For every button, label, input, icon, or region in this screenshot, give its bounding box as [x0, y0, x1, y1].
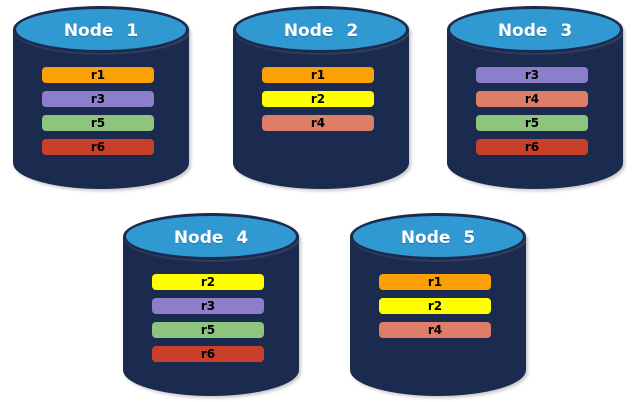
node-cylinder-node-3: Node 3 r3 r4 r5 r6 [447, 6, 623, 189]
replica-bar-r5: r5 [42, 115, 154, 131]
cylinder-body [123, 236, 299, 396]
cylinder-body [350, 236, 526, 396]
cylinder-top: Node 5 [350, 213, 526, 260]
node-title: Node 2 [283, 21, 359, 41]
node-title: Node 3 [497, 21, 573, 41]
cylinder-top: Node 2 [233, 6, 409, 53]
node-cylinder-node-4: Node 4 r2 r3 r5 r6 [123, 213, 299, 396]
replica-bar-r1: r1 [42, 67, 154, 83]
replica-list: r3 r4 r5 r6 [447, 67, 617, 155]
replica-bar-r6: r6 [476, 139, 588, 155]
replica-bar-r3: r3 [42, 91, 154, 107]
replica-bar-r4: r4 [262, 115, 374, 131]
node-title: Node 5 [400, 228, 476, 248]
node-title: Node 4 [173, 228, 249, 248]
replica-bar-r4: r4 [379, 322, 491, 338]
cylinder-top: Node 1 [13, 6, 189, 53]
replica-bar-r3: r3 [152, 298, 264, 314]
replica-bar-r3: r3 [476, 67, 588, 83]
cylinder-body [447, 29, 623, 189]
replica-bar-r2: r2 [152, 274, 264, 290]
replica-bar-r2: r2 [262, 91, 374, 107]
cylinder-top: Node 4 [123, 213, 299, 260]
replica-bar-r1: r1 [262, 67, 374, 83]
replica-bar-r2: r2 [379, 298, 491, 314]
node-title: Node 1 [63, 21, 139, 41]
replica-bar-r5: r5 [476, 115, 588, 131]
replica-bar-r6: r6 [42, 139, 154, 155]
replica-list: r1 r2 r4 [350, 274, 520, 338]
replica-list: r1 r2 r4 [233, 67, 403, 131]
node-cylinder-node-2: Node 2 r1 r2 r4 [233, 6, 409, 189]
replica-list: r2 r3 r5 r6 [123, 274, 293, 362]
node-cylinder-node-5: Node 5 r1 r2 r4 [350, 213, 526, 396]
replica-bar-r6: r6 [152, 346, 264, 362]
replica-list: r1 r3 r5 r6 [13, 67, 183, 155]
node-cylinder-node-1: Node 1 r1 r3 r5 r6 [13, 6, 189, 189]
replica-bar-r4: r4 [476, 91, 588, 107]
cylinder-top: Node 3 [447, 6, 623, 53]
cylinder-body [233, 29, 409, 189]
replica-bar-r1: r1 [379, 274, 491, 290]
replica-bar-r5: r5 [152, 322, 264, 338]
cylinder-body [13, 29, 189, 189]
